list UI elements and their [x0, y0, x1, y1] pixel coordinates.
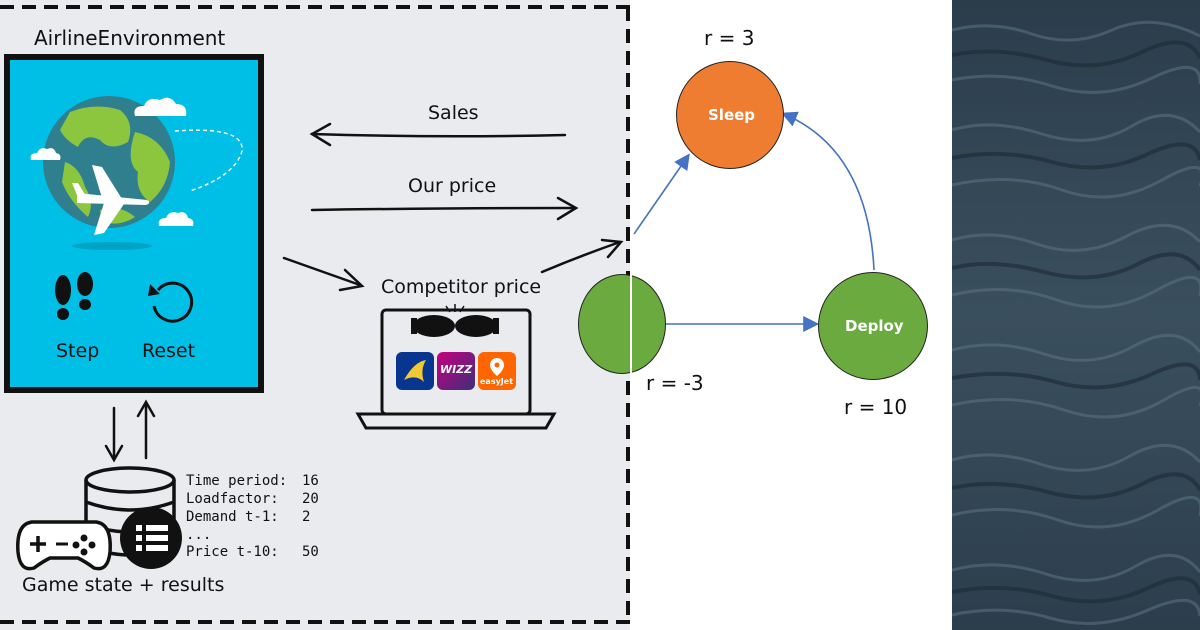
node-deploy-label: Deploy	[845, 317, 904, 335]
mdp-edges	[633, 111, 875, 332]
our-price-label: Our price	[408, 175, 497, 197]
node-sleep-label: Sleep	[708, 106, 756, 124]
list-icon	[120, 507, 182, 569]
gamepad-icon	[16, 520, 112, 571]
footsteps-icon[interactable]	[52, 272, 96, 328]
mdp-diagram: Sleep Deploy r = 3 r = 10 r = -3	[578, 0, 952, 630]
easyjet-logo: easyJet	[478, 352, 516, 390]
reward-deploy: r = 10	[844, 395, 908, 419]
dashed-border	[0, 5, 630, 624]
airline-environment-panel: AirlineEnvironment Step	[0, 0, 632, 630]
laptop-icon	[355, 304, 557, 430]
node-sleep: Sleep	[676, 61, 784, 169]
state-value: 50	[302, 544, 319, 560]
state-key: Loadfactor:	[186, 491, 279, 507]
state-value: 20	[302, 491, 319, 507]
sales-label: Sales	[428, 102, 479, 124]
water-photo	[952, 0, 1200, 630]
state-key: Price t-10:	[186, 544, 279, 560]
reward-left: r = -3	[646, 371, 704, 395]
state-key: Time period:	[186, 473, 288, 489]
ryanair-logo	[396, 352, 434, 390]
state-value: 2	[302, 509, 311, 525]
cloud-icon	[30, 148, 61, 160]
panel-divider	[630, 0, 632, 630]
edge-left-to-sleep	[633, 153, 690, 235]
flow-arrows	[104, 122, 624, 463]
wizz-logo-text: WIZZ	[440, 363, 473, 376]
cloud-icon	[134, 97, 187, 116]
step-button-label[interactable]: Step	[56, 340, 100, 362]
airplane-icon	[72, 165, 150, 235]
state-value: 16	[302, 473, 319, 489]
state-key: ...	[186, 527, 212, 543]
state-key: Demand t-1:	[186, 509, 279, 525]
edge-deploy-to-sleep	[781, 111, 875, 271]
node-left-clip	[0, 0, 632, 630]
competitor-price-label: Competitor price	[381, 276, 542, 298]
reset-button-label[interactable]: Reset	[142, 340, 196, 362]
water-texture	[952, 0, 1200, 630]
wizz-logo: WIZZ	[437, 352, 475, 390]
cloud-icon	[158, 212, 194, 226]
env-title: AirlineEnvironment	[34, 26, 226, 50]
node-deploy: Deploy	[818, 272, 928, 380]
state-caption: Game state + results	[22, 574, 225, 596]
reset-icon[interactable]	[146, 276, 196, 326]
node-left	[578, 274, 666, 374]
easyjet-logo-text: easyJet	[480, 377, 514, 386]
reward-sleep: r = 3	[704, 26, 755, 50]
flight-path	[174, 129, 243, 192]
